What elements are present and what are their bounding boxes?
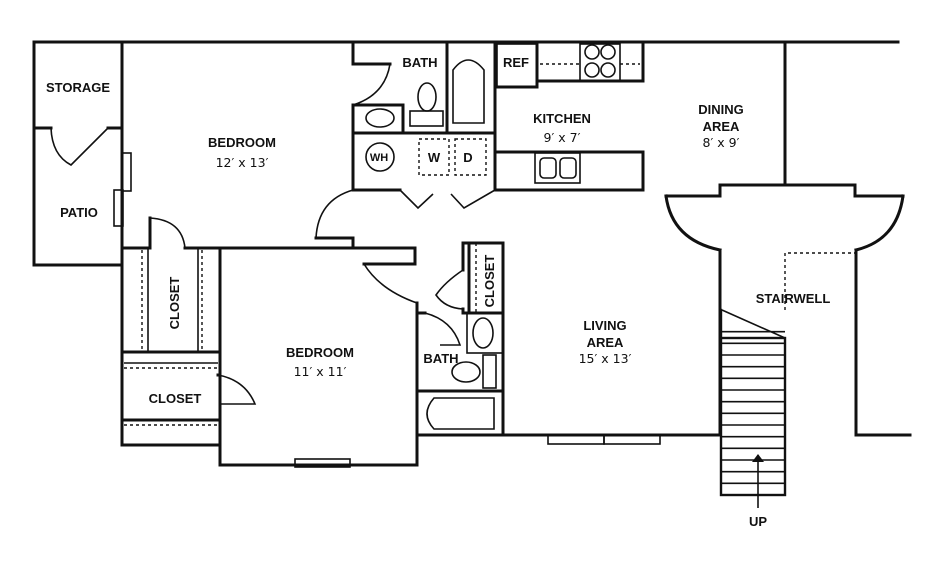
room-label-closet2: CLOSET <box>149 391 202 406</box>
room-size-kitchen: 9′ x 7′ <box>544 130 581 145</box>
storage-door <box>50 127 109 166</box>
room-label-bedroom1: BEDROOM <box>208 135 276 150</box>
room-label-dining-2: AREA <box>703 119 740 134</box>
kitchen-sink-icon <box>534 152 581 184</box>
room-label-living-2: AREA <box>587 335 624 350</box>
water-heater-icon <box>365 142 395 172</box>
refrigerator-icon <box>496 43 538 88</box>
bathtub-icon <box>426 397 495 430</box>
labels: STORAGE PATIO BEDROOM 12′ x 13′ BATH REF… <box>46 55 830 529</box>
room-label-bath2: BATH <box>423 351 458 366</box>
toilet-icon <box>451 361 481 383</box>
toilet-icon <box>417 82 437 112</box>
washer-icon <box>418 138 450 176</box>
fixture-label-dryer: D <box>463 150 472 165</box>
room-label-closet3: CLOSET <box>482 255 497 308</box>
bathtub-icon <box>452 59 485 124</box>
fixtures <box>124 43 856 430</box>
stove-icon <box>579 43 621 82</box>
room-size-bedroom1: 12′ x 13′ <box>216 155 269 170</box>
closet3-door <box>435 269 464 310</box>
closet1-door <box>149 217 186 249</box>
fixture-label-washer: W <box>428 150 441 165</box>
stairs-up-label: UP <box>749 514 767 529</box>
room-size-living: 15′ x 13′ <box>579 351 632 366</box>
stairs <box>719 308 787 508</box>
sink-icon <box>472 317 494 349</box>
sink-icon <box>365 108 395 128</box>
bath1-door <box>352 63 391 106</box>
room-label-closet1: CLOSET <box>167 277 182 330</box>
bedroom2-door <box>363 263 418 304</box>
fixture-label-wh: WH <box>370 152 388 164</box>
room-label-storage: STORAGE <box>46 80 110 95</box>
room-size-bedroom2: 11′ x 11′ <box>294 364 347 379</box>
room-label-bath1: BATH <box>402 55 437 70</box>
room-label-dining-1: DINING <box>698 102 744 117</box>
room-label-stairwell: STAIRWELL <box>756 291 831 306</box>
bedroom1-door <box>315 189 354 239</box>
fixture-label-ref: REF <box>503 55 529 70</box>
bath2-door <box>424 312 462 346</box>
up-arrow-head-icon <box>752 454 764 462</box>
dryer-icon <box>454 138 487 176</box>
room-label-kitchen: KITCHEN <box>533 111 591 126</box>
room-label-patio: PATIO <box>60 205 98 220</box>
room-label-living-1: LIVING <box>583 318 626 333</box>
room-label-bedroom2: BEDROOM <box>286 345 354 360</box>
closet2-door <box>217 374 257 405</box>
door-swings <box>50 63 496 405</box>
room-size-dining: 8′ x 9′ <box>703 135 740 150</box>
